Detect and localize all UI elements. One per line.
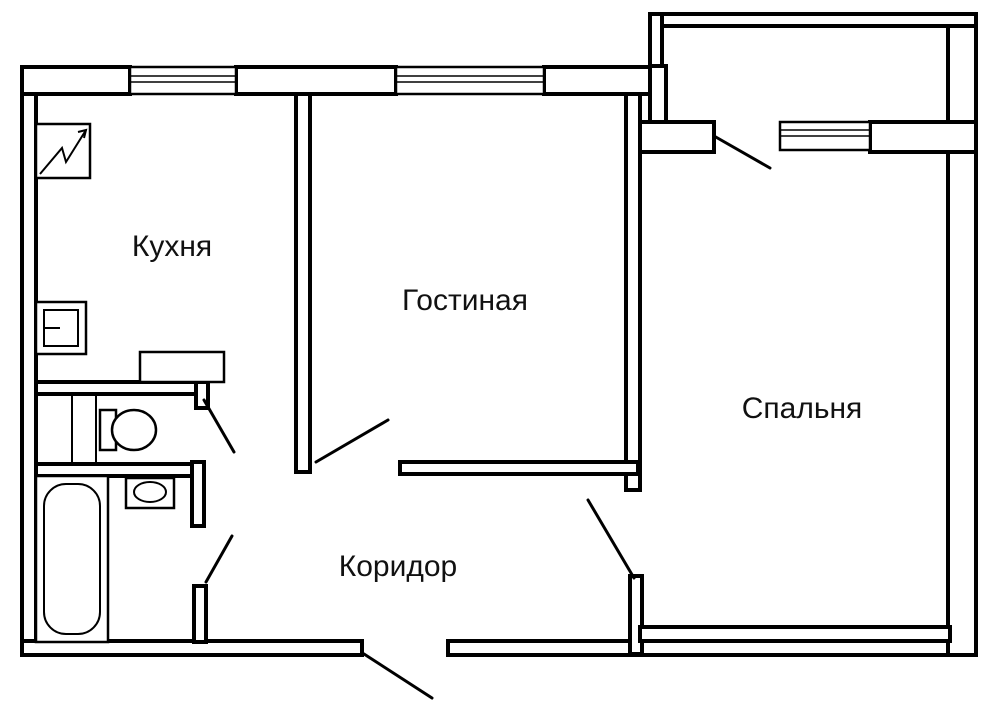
wall-balcony-top xyxy=(648,12,978,28)
door-entrance xyxy=(362,652,434,700)
wall-right xyxy=(946,12,978,657)
wall-top-right xyxy=(542,65,666,96)
wall-bedroom-left xyxy=(624,92,642,492)
label-living: Гостиная xyxy=(402,284,528,317)
wall-bath-right-upper xyxy=(190,460,206,528)
wall-top-mid xyxy=(234,65,398,96)
door-wc xyxy=(202,398,236,454)
window-bedroom xyxy=(778,120,872,152)
windows xyxy=(128,65,872,152)
wall-kitchen-living xyxy=(294,92,312,474)
outer-walls xyxy=(20,12,978,657)
window-living xyxy=(394,65,546,96)
wall-bedroom-bottom xyxy=(638,625,952,643)
wall-living-bottom xyxy=(398,460,640,476)
interior-walls xyxy=(34,92,640,644)
wall-bath-right-lower xyxy=(192,584,208,644)
room-labels: Кухня Гостиная Спальня Коридор xyxy=(132,230,862,583)
wall-bedroom-top-left xyxy=(638,120,716,154)
label-kitchen: Кухня xyxy=(132,230,212,263)
door-bath xyxy=(204,534,234,584)
wall-wc-bath xyxy=(34,462,206,478)
bathroom-fixtures xyxy=(34,474,176,644)
door-bedroom xyxy=(586,498,636,580)
label-corridor: Коридор xyxy=(339,550,457,583)
bathtub-icon xyxy=(34,474,110,644)
doors xyxy=(202,134,772,700)
label-bedroom: Спальня xyxy=(742,392,863,425)
wall-bottom-right xyxy=(446,639,978,657)
wc-fixtures xyxy=(35,393,158,465)
wall-left xyxy=(20,65,38,657)
kitchen-counter xyxy=(138,350,226,384)
wall-kitchen-bottom xyxy=(34,380,210,396)
kitchen-fixtures xyxy=(34,122,226,384)
window-kitchen xyxy=(128,65,238,96)
toilet-icon xyxy=(98,408,118,452)
wall-bedroom-top-right xyxy=(868,120,978,154)
door-balcony xyxy=(712,134,772,170)
wall-top-left xyxy=(20,65,132,96)
door-living xyxy=(314,418,390,464)
